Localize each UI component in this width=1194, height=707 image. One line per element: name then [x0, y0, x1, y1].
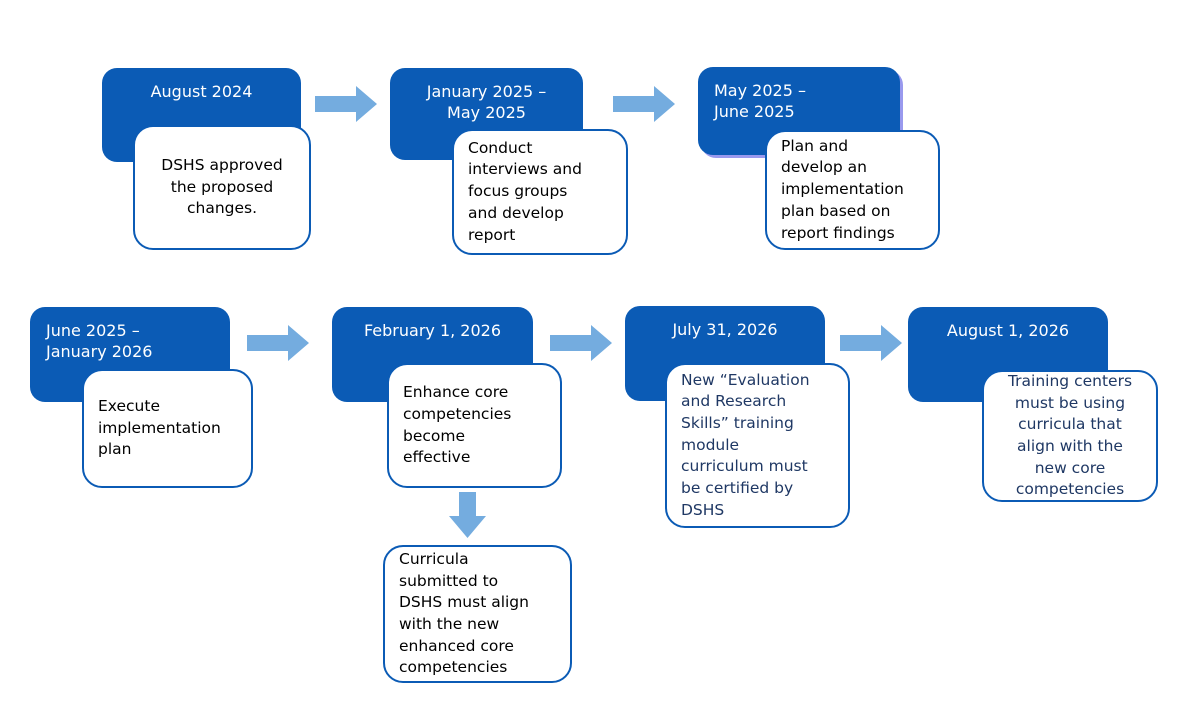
- flow-arrow-down-icon: [449, 492, 486, 538]
- flow-arrow-right-icon: [315, 86, 377, 122]
- milestone-7-description: Training centers must be using curricula…: [982, 370, 1158, 502]
- curricula-callout-description: Curricula submitted to DSHS must align w…: [383, 545, 572, 683]
- flow-arrow-right-icon: [247, 325, 309, 361]
- milestone-4-description: Execute implementation plan: [82, 369, 253, 488]
- milestone-2-description: Conduct interviews and focus groups and …: [452, 129, 628, 255]
- flow-arrow-right-icon: [613, 86, 675, 122]
- milestone-5-description: Enhance core competencies become effecti…: [387, 363, 562, 488]
- milestone-1-description: DSHS approved the proposed changes.: [133, 125, 311, 250]
- milestone-6-description: New “Evaluation and Research Skills” tra…: [665, 363, 850, 528]
- flow-arrow-right-icon: [840, 325, 902, 361]
- milestone-3-description: Plan and develop an implementation plan …: [765, 130, 940, 250]
- flow-arrow-right-icon: [550, 325, 612, 361]
